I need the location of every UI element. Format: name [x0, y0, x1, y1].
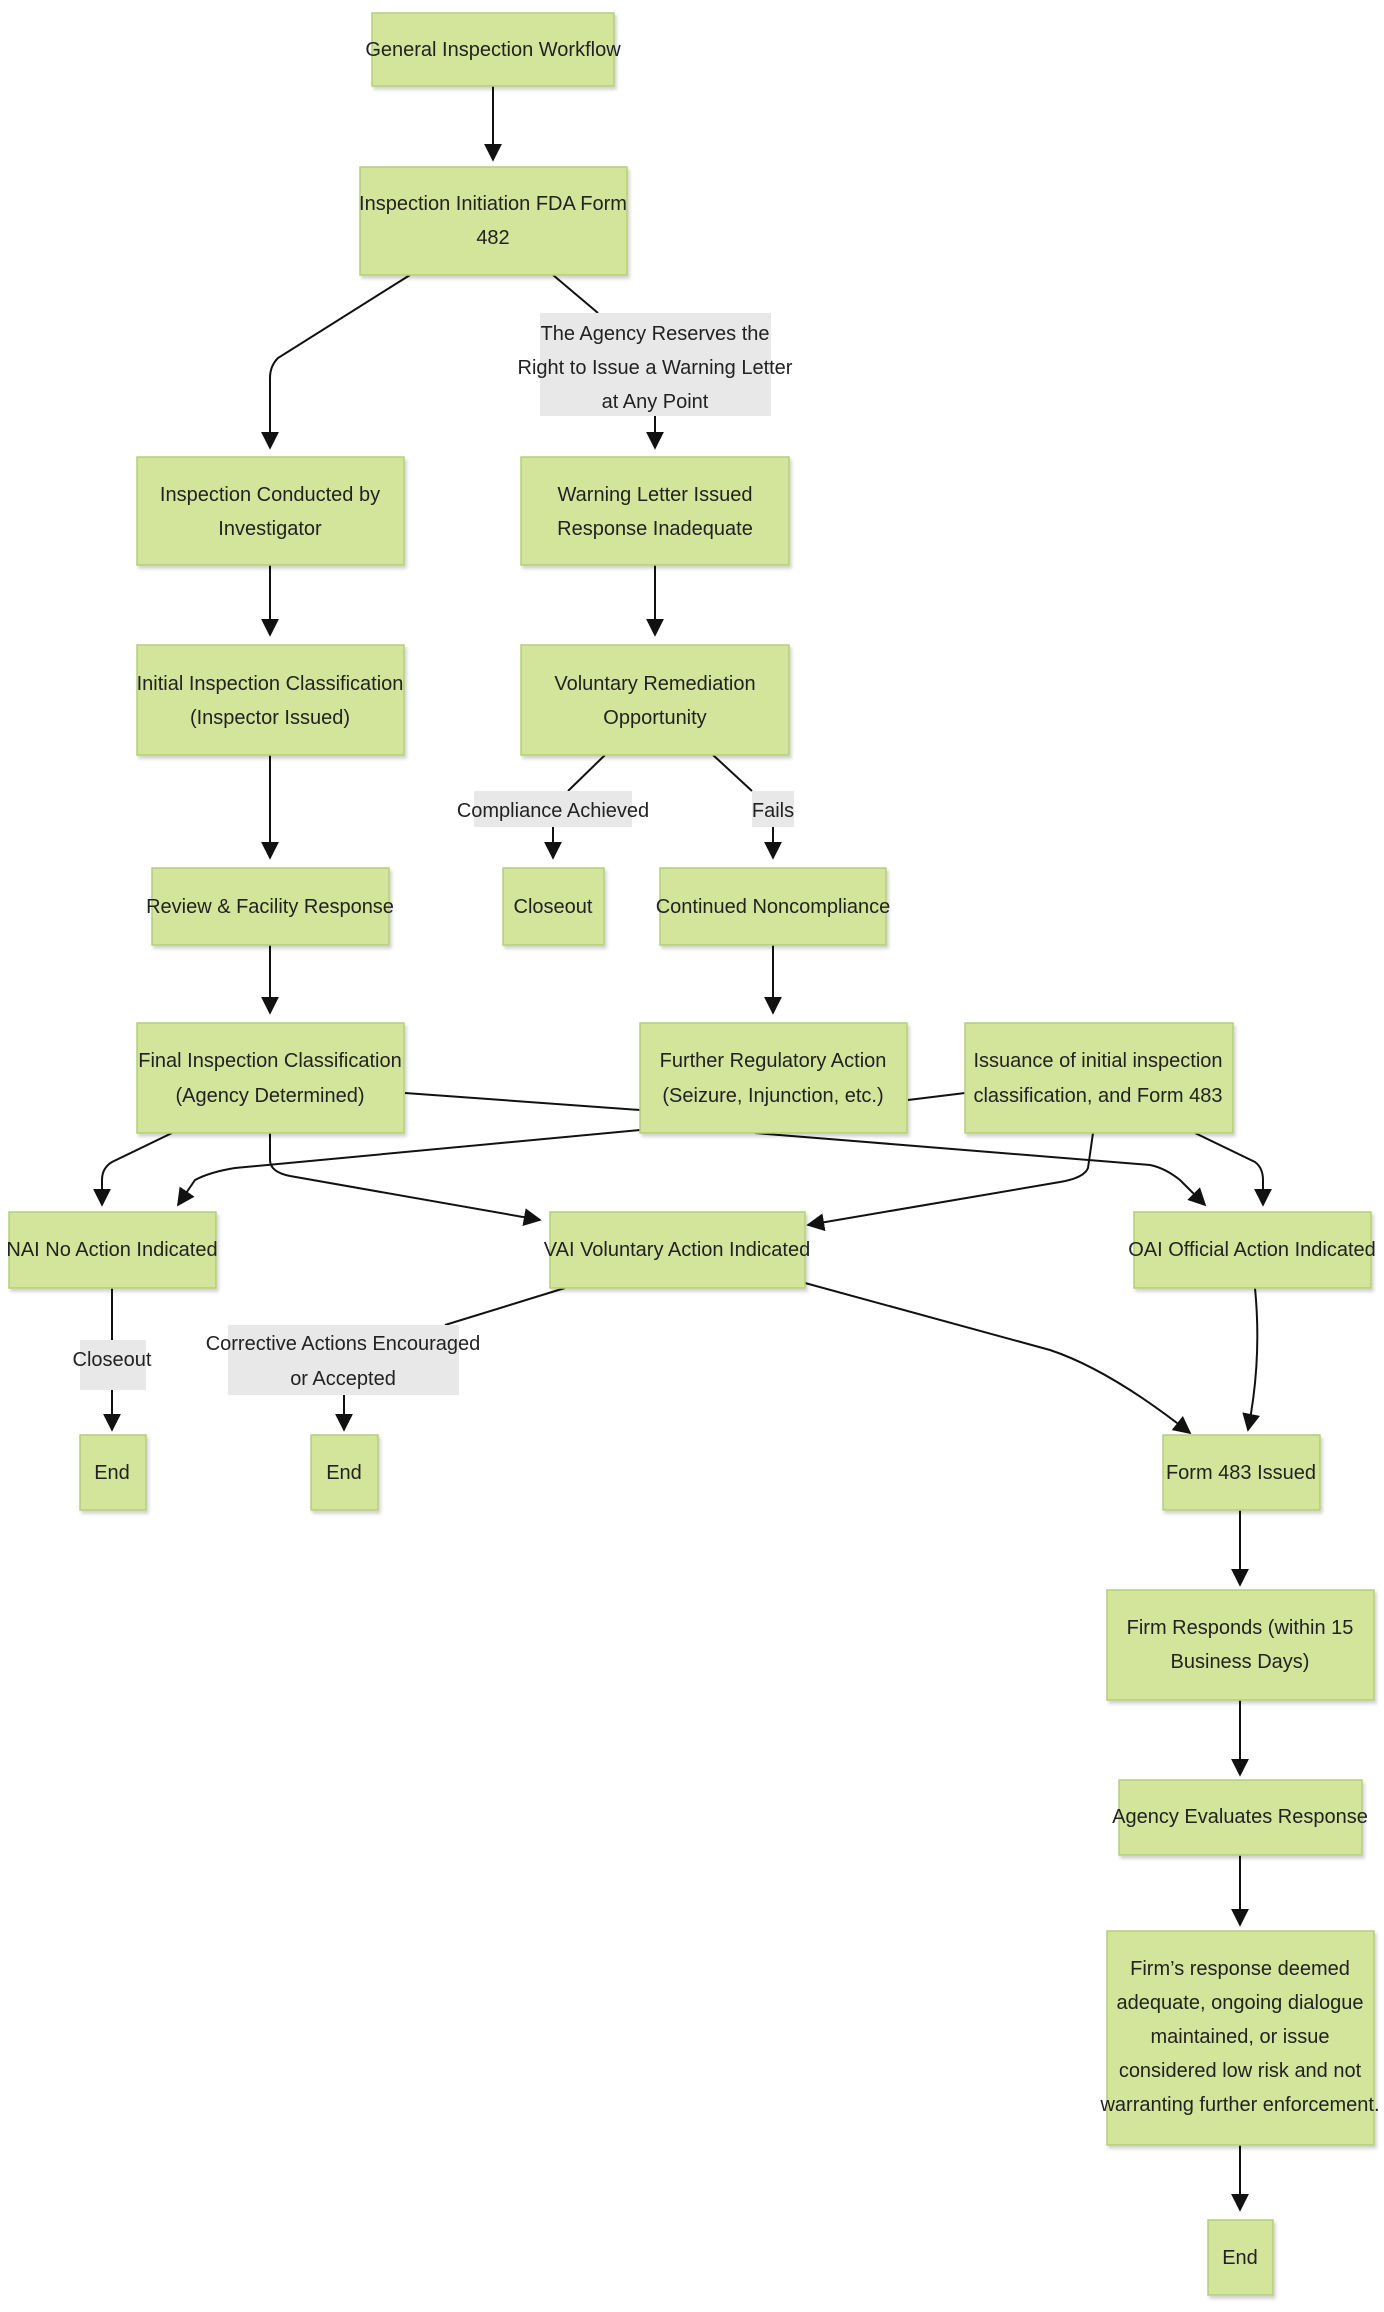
- node-voluntary-remediation: Voluntary Remediation Opportunity: [520, 644, 790, 756]
- node-final-line-1: Final Inspection Classification: [138, 1050, 401, 1072]
- edge-labels: The Agency Reserves the Right to Issue a…: [73, 313, 794, 1395]
- node-end1-line-1: End: [94, 1462, 130, 1484]
- node-vai-line-1: VAI Voluntary Action Indicated: [544, 1239, 810, 1261]
- edge-issuance-to-further: [907, 1092, 966, 1101]
- node-general-inspection-workflow: General Inspection Workflow: [365, 12, 621, 87]
- edge-initiation-to-conducted: [261, 274, 411, 450]
- node-inspection-conducted: Inspection Conducted by Investigator: [136, 456, 405, 566]
- node-inspection-initiation: Inspection Initiation FDA Form 482: [359, 166, 628, 276]
- node-firm-responds-line-2: Business Days): [1171, 1651, 1310, 1673]
- node-firm-response-adequate: Firm’s response deemed adequate, ongoing…: [1099, 1930, 1380, 2146]
- nodes: General Inspection Workflow Inspection I…: [6, 12, 1380, 2296]
- node-form483-line-1: Form 483 Issued: [1166, 1462, 1316, 1484]
- edge-oai-to-form483: [1242, 1287, 1261, 1432]
- node-firm-responds: Firm Responds (within 15 Business Days): [1106, 1589, 1375, 1701]
- edges: [93, 86, 1272, 2212]
- node-agency-evaluates: Agency Evaluates Response: [1112, 1779, 1368, 1856]
- edge-label-reserves-line-3: at Any Point: [602, 391, 709, 413]
- node-oai-line-1: OAI Official Action Indicated: [1128, 1239, 1376, 1261]
- edge-label-compliance-text: Compliance Achieved: [457, 800, 649, 822]
- node-agency-eval-line-1: Agency Evaluates Response: [1112, 1806, 1368, 1828]
- node-initial-line-2: (Inspector Issued): [190, 707, 350, 729]
- node-final-line-2: (Agency Determined): [176, 1085, 365, 1107]
- edge-initiation-to-reserves: [552, 274, 599, 314]
- node-general-line-1: General Inspection Workflow: [365, 39, 621, 61]
- node-firm-responds-line-1: Firm Responds (within 15: [1127, 1617, 1354, 1639]
- node-voluntary-line-1: Voluntary Remediation: [554, 673, 755, 695]
- node-end-2: End: [310, 1434, 379, 1511]
- edge-voluntary-to-compliance: [567, 754, 606, 792]
- node-warning-line-1: Warning Letter Issued: [558, 484, 753, 506]
- edge-label-closeout: Closeout: [73, 1340, 152, 1390]
- node-adequate-line-4: considered low risk and not: [1119, 2060, 1362, 2082]
- edge-label-corrective-line-2: or Accepted: [290, 1368, 396, 1390]
- node-final-classification: Final Inspection Classification (Agency …: [136, 1022, 405, 1134]
- node-continued-line-1: Continued Noncompliance: [656, 896, 891, 918]
- edge-label-fails-text: Fails: [752, 800, 794, 822]
- node-further-line-1: Further Regulatory Action: [660, 1050, 887, 1072]
- edge-final-to-nai: [93, 1132, 173, 1207]
- node-conducted-line-2: Investigator: [218, 518, 322, 540]
- edge-issuance-to-vai: [806, 1132, 1094, 1232]
- edge-label-compliance: Compliance Achieved: [457, 791, 649, 827]
- node-initiation-line-1: Inspection Initiation FDA Form: [359, 193, 627, 215]
- node-adequate-line-2: adequate, ongoing dialogue: [1117, 1992, 1364, 2014]
- node-oai: OAI Official Action Indicated: [1128, 1211, 1376, 1289]
- node-continued-noncompliance: Continued Noncompliance: [656, 867, 891, 946]
- node-warning-letter: Warning Letter Issued Response Inadequat…: [520, 456, 790, 566]
- node-further-regulatory-action: Further Regulatory Action (Seizure, Inju…: [639, 1022, 908, 1134]
- node-closeout: Closeout: [502, 867, 605, 946]
- edge-further-to-oai: [754, 1132, 1207, 1207]
- node-issuance-form-483: Issuance of initial inspection classific…: [964, 1022, 1234, 1134]
- node-adequate-line-1: Firm’s response deemed: [1130, 1958, 1350, 1980]
- node-issuance-line-1: Issuance of initial inspection: [973, 1050, 1222, 1072]
- node-end2-line-1: End: [326, 1462, 362, 1484]
- edge-final-to-oai: [404, 1092, 641, 1111]
- node-initiation-line-2: 482: [476, 227, 509, 249]
- node-warning-line-2: Response Inadequate: [557, 518, 753, 540]
- node-nai: NAI No Action Indicated: [6, 1211, 218, 1289]
- edge-voluntary-to-fails: [712, 754, 753, 792]
- edge-vai-to-corrective: [444, 1287, 566, 1326]
- edge-further-to-nai: [176, 1129, 641, 1207]
- edge-label-reserves-line-1: The Agency Reserves the: [540, 323, 769, 345]
- edge-label-closeout-text: Closeout: [73, 1349, 152, 1371]
- node-further-line-2: (Seizure, Injunction, etc.): [662, 1085, 883, 1107]
- edge-label-corrective-line-1: Corrective Actions Encouraged: [206, 1333, 481, 1355]
- edge-label-reserves: The Agency Reserves the Right to Issue a…: [518, 313, 793, 416]
- node-end3-line-1: End: [1222, 2247, 1258, 2269]
- node-initial-classification: Initial Inspection Classification (Inspe…: [136, 644, 405, 756]
- node-adequate-line-5: warranting further enforcement.: [1099, 2094, 1379, 2116]
- edge-final-to-vai: [269, 1133, 542, 1227]
- node-end-3: End: [1207, 2219, 1274, 2296]
- node-conducted-line-1: Inspection Conducted by: [160, 484, 380, 506]
- node-review-facility-response: Review & Facility Response: [146, 867, 394, 946]
- node-vai: VAI Voluntary Action Indicated: [544, 1211, 810, 1289]
- node-adequate-line-3: maintained, or issue: [1151, 2026, 1330, 2048]
- node-end-1: End: [79, 1434, 147, 1511]
- node-closeout-line-1: Closeout: [514, 896, 593, 918]
- node-voluntary-line-2: Opportunity: [603, 707, 706, 729]
- edge-vai-to-form483: [804, 1282, 1192, 1435]
- node-form-483-issued: Form 483 Issued: [1162, 1434, 1321, 1511]
- node-issuance-line-2: classification, and Form 483: [973, 1085, 1222, 1107]
- edge-issuance-to-oai: [1194, 1132, 1272, 1207]
- edge-label-corrective: Corrective Actions Encouraged or Accepte…: [206, 1325, 481, 1395]
- node-nai-line-1: NAI No Action Indicated: [6, 1239, 217, 1261]
- edge-label-fails: Fails: [752, 791, 794, 827]
- node-initial-line-1: Initial Inspection Classification: [137, 673, 404, 695]
- node-review-line-1: Review & Facility Response: [146, 896, 394, 918]
- edge-label-reserves-line-2: Right to Issue a Warning Letter: [518, 357, 793, 379]
